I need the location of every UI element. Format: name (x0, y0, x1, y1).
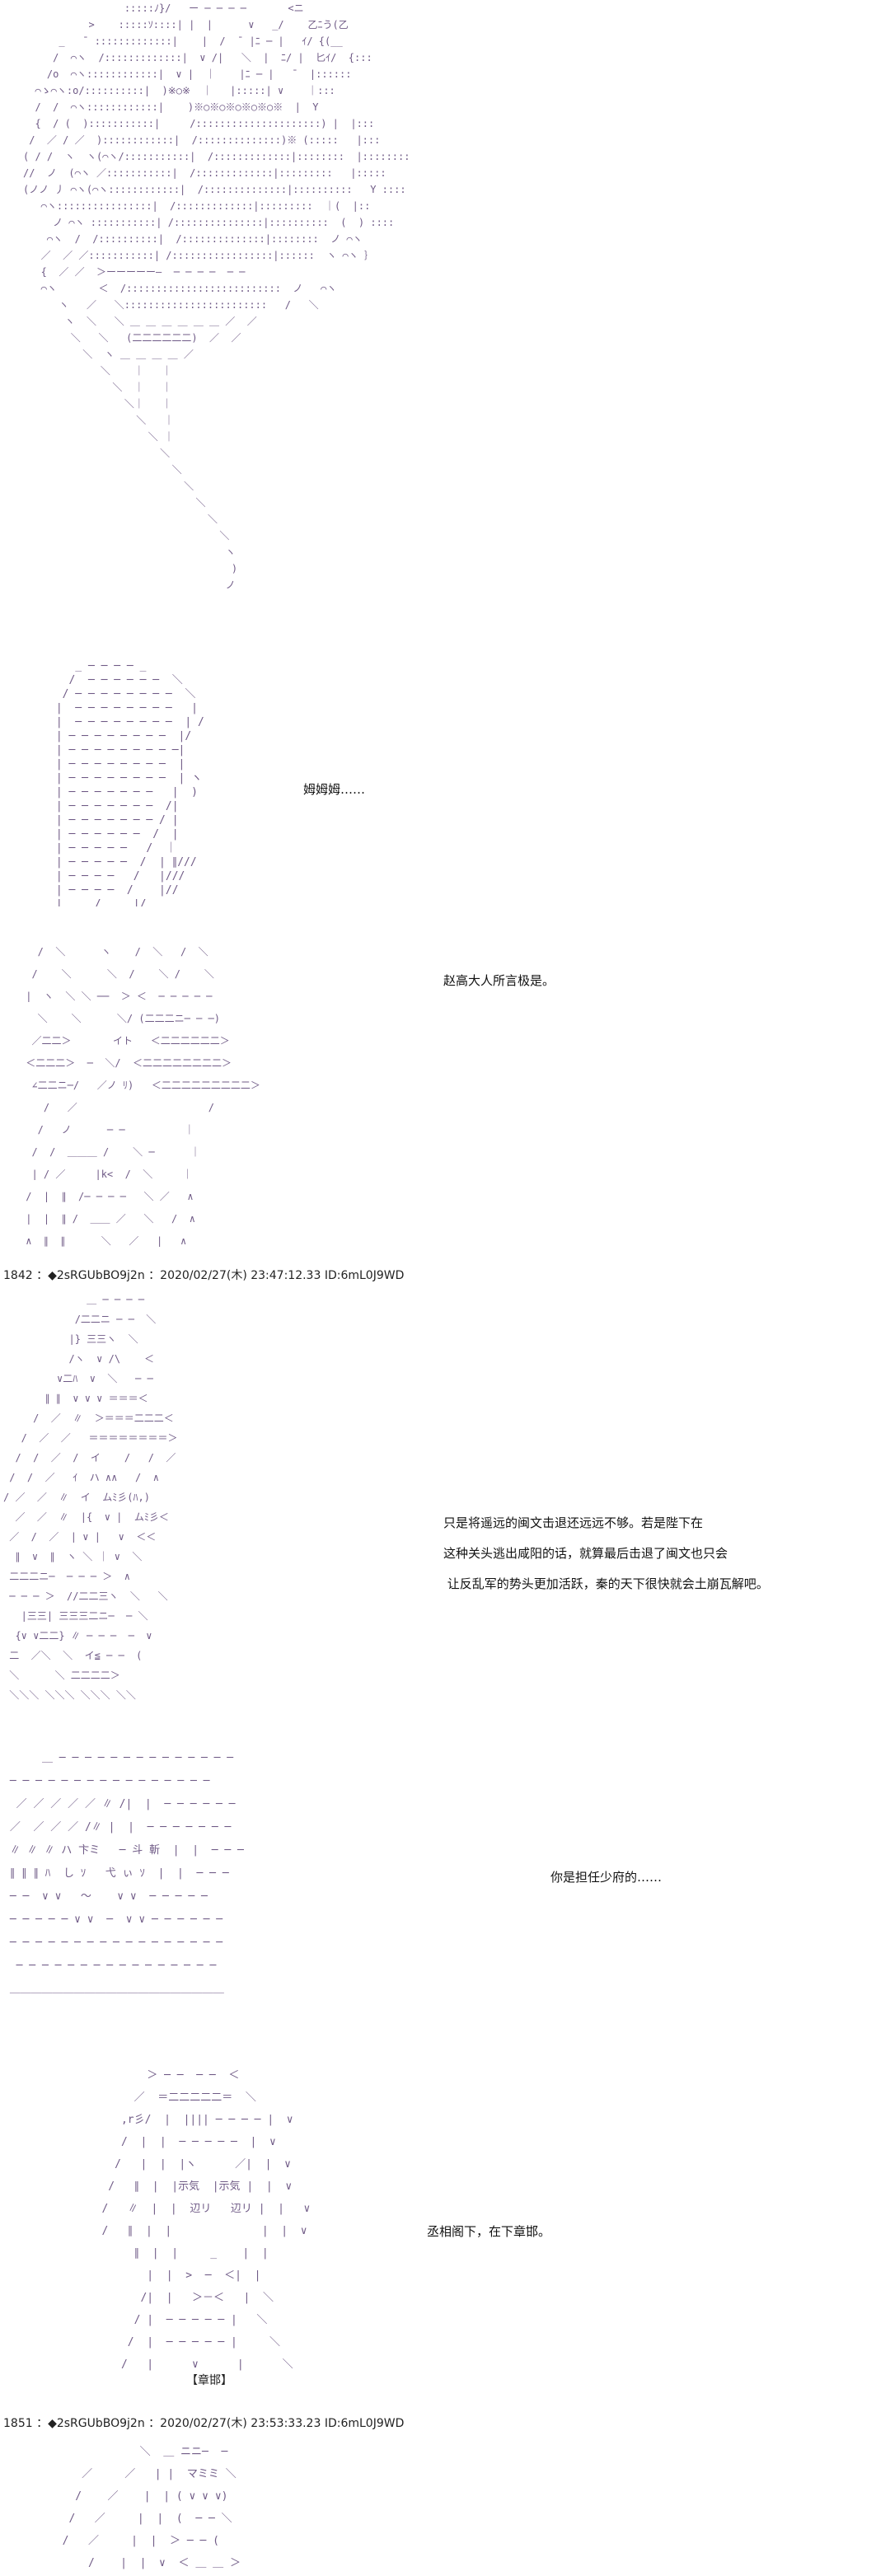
ascii-art-scene-2: _ ─ ─ ─ ─ _ / ─ ─ ─ ─ ─ ─ ＼ / ─ ─ ─ ─ ─ … (55, 660, 204, 906)
ascii-art-scene-6: ＞ ─ ─ ─ ─ ＜ ／ ＝二二二二二＝ ＼ ,r彡/ | |||| ─ ─ … (101, 2069, 311, 2371)
post-header-1842: 1842 ：◆2sRGUbBO9j2n ：2020/02/27(木) 23:47… (3, 1269, 405, 1282)
ascii-art-scene-5: ＿ ─ ─ ─ ─ ─ ─ ─ ─ ─ ─ ─ ─ ─ ─ ─ ─ ─ ─ ─ … (9, 1752, 244, 1995)
ascii-art-scene-1: :::::ﾉ}/ ー ─ ─ ─ ─ <ニ > :::::ｿ::::| | | … (23, 2, 410, 591)
ascii-art-scene-4: ＿ ─ ─ ─ ─ /二二ニ ─ ─ ＼ |} 三三ヽ ＼ /ヽ ∨ /\ ＜ … (3, 1294, 178, 1701)
dialogue-scene-2: 姆姆姆…… (303, 782, 366, 797)
ascii-art-scene-3: / ＼ ヽ / ＼ / ＼ / ＼ ＼ / ＼ / ＼ | ヽ ＼ ＼ ── ＞… (26, 946, 260, 1247)
character-caption: 【章邯】 (186, 2374, 232, 2387)
dialogue-scene-5: 你是担任少府的…… (550, 1870, 663, 1885)
post-header-1851: 1851 ：◆2sRGUbBO9j2n ：2020/02/27(木) 23:53… (3, 2417, 405, 2430)
dialogue-scene-3: 赵高大人所言极是。 (443, 973, 555, 988)
dialogue-scene-6: 丞相阁下，在下章邯。 (427, 2224, 551, 2239)
ascii-art-scene-7: ＼ ＿ ニニ─ ─ ／ ／ | | マミミ ＼ / ／ | | ( ∨ ∨ ∨)… (62, 2446, 241, 2569)
dialogue-scene-4: 只是将遥远的闽文击退还远远不够。若是陛下在 这种关头逃出咸阳的话，就算最后击退了… (443, 1515, 769, 1591)
